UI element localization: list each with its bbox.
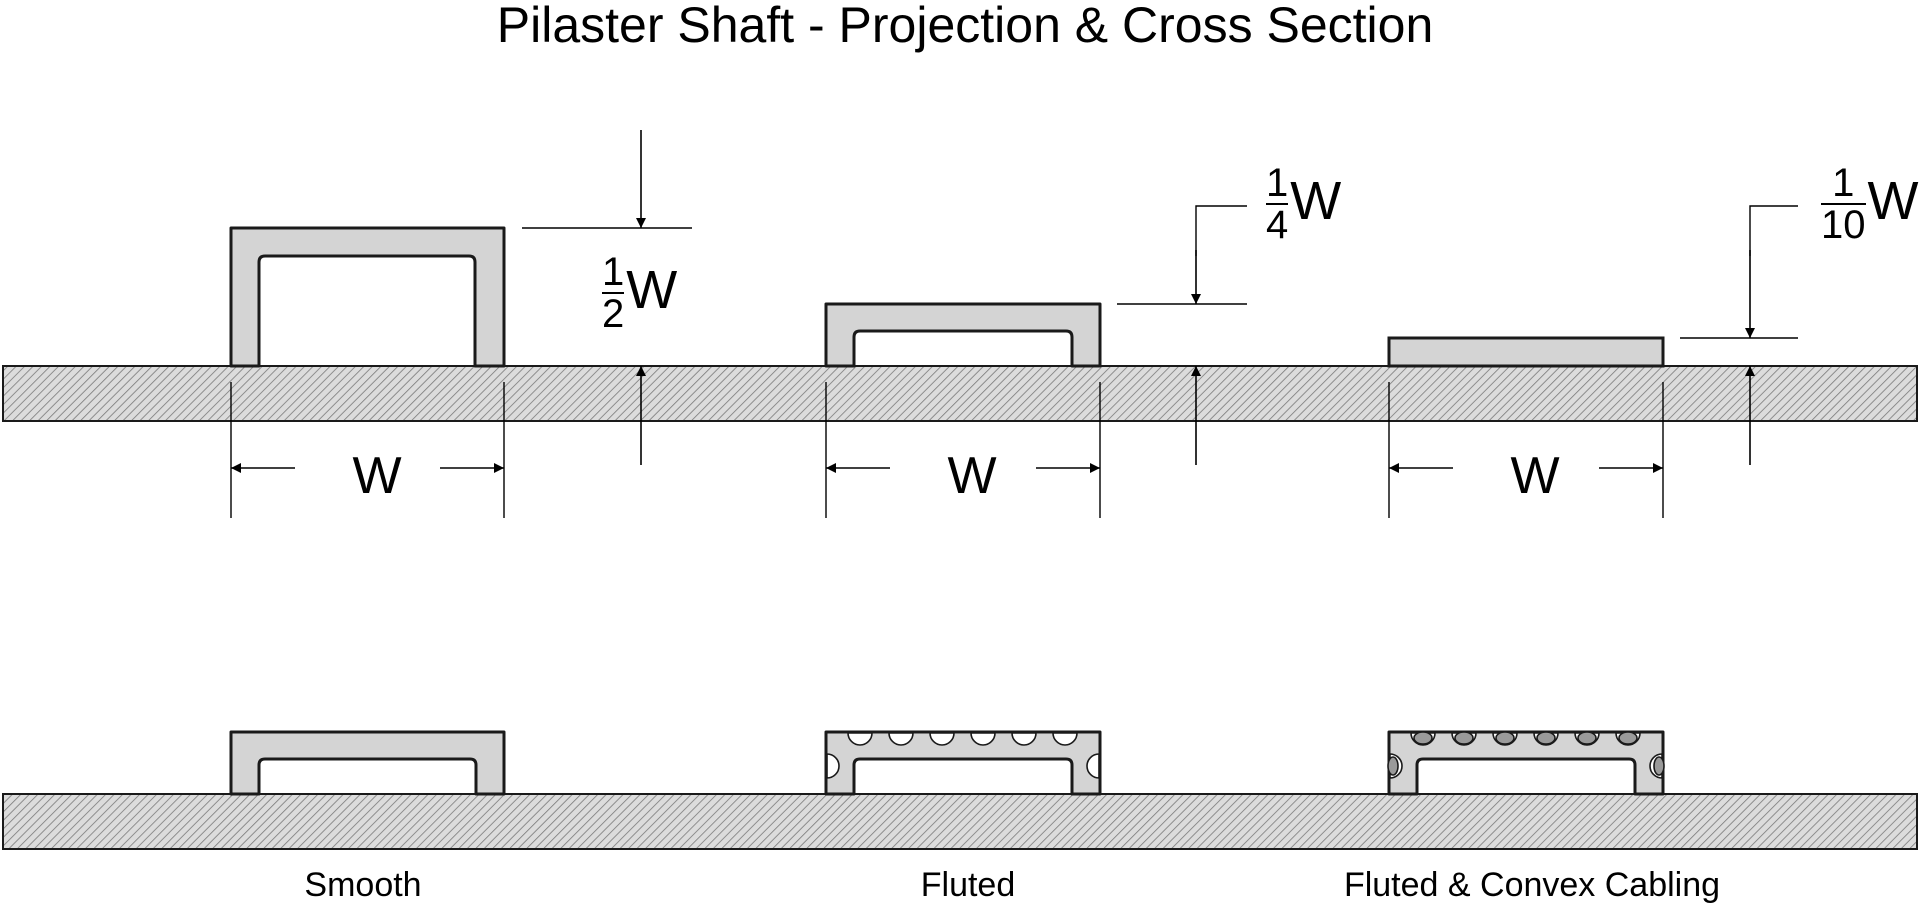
projection-quarter-w-section bbox=[824, 302, 1102, 368]
convex-cable bbox=[1413, 731, 1433, 745]
convex-cable bbox=[1387, 756, 1399, 776]
fraction-variable: W bbox=[626, 260, 678, 320]
convex-cable bbox=[1495, 731, 1515, 745]
caption-fluted-convex-cabling: Fluted & Convex Cabling bbox=[1343, 866, 1721, 904]
cablings bbox=[1387, 731, 1665, 779]
diagram-title: Pilaster Shaft - Projection & Cross Sect… bbox=[496, 0, 1434, 53]
projection-label-quarter: 1 4 W bbox=[1266, 163, 1341, 245]
flute bbox=[847, 732, 873, 746]
projection-label-half: 1 2 W bbox=[602, 252, 677, 334]
caption-smooth: Smooth bbox=[304, 866, 422, 904]
fraction-numerator: 1 bbox=[1266, 161, 1289, 205]
fraction-variable: W bbox=[1867, 171, 1919, 231]
fraction: 1 4 bbox=[1266, 161, 1289, 247]
fraction: 1 10 bbox=[1821, 163, 1866, 245]
convex-cable bbox=[1577, 731, 1597, 745]
fraction-denominator: 4 bbox=[1266, 203, 1289, 247]
fraction-denominator: 2 bbox=[602, 292, 625, 336]
projection-tenth-w-section bbox=[1387, 336, 1665, 368]
fraction-numerator: 1 bbox=[602, 250, 625, 294]
extension-lines bbox=[230, 205, 1798, 518]
fraction: 1 2 bbox=[602, 250, 625, 336]
convex-cable bbox=[1454, 731, 1474, 745]
flute bbox=[1086, 753, 1100, 779]
projection-label-tenth: 1 10 W bbox=[1821, 163, 1918, 245]
flutes bbox=[826, 732, 1100, 779]
flute bbox=[888, 732, 914, 746]
fraction-denominator: 10 bbox=[1821, 203, 1866, 247]
width-label: W bbox=[352, 447, 401, 505]
width-label: W bbox=[1510, 447, 1559, 505]
flute bbox=[1011, 732, 1037, 746]
cabling-cross-section bbox=[1387, 730, 1665, 796]
flute bbox=[929, 732, 955, 746]
wall-bottom bbox=[2, 793, 1918, 850]
leader-line bbox=[1749, 205, 1798, 256]
fraction-numerator: 1 bbox=[1832, 161, 1855, 205]
fraction-bar bbox=[602, 292, 625, 294]
fraction-bar bbox=[1266, 203, 1289, 205]
convex-cable bbox=[1536, 731, 1556, 745]
fraction-variable: W bbox=[1290, 171, 1342, 231]
flute bbox=[826, 753, 840, 779]
leader-line bbox=[1195, 205, 1247, 256]
projection-half-w-section bbox=[229, 226, 506, 368]
smooth-cross-section bbox=[229, 730, 506, 796]
fraction-bar bbox=[1821, 203, 1866, 205]
convex-cable bbox=[1653, 756, 1665, 776]
convex-cable bbox=[1618, 731, 1638, 745]
projection-dimensions bbox=[636, 130, 1755, 465]
flute bbox=[970, 732, 996, 746]
fluted-cross-section bbox=[824, 730, 1102, 796]
wall-top bbox=[2, 365, 1918, 422]
caption-fluted: Fluted bbox=[920, 866, 1016, 904]
flute bbox=[1052, 732, 1078, 746]
width-label: W bbox=[947, 447, 996, 505]
